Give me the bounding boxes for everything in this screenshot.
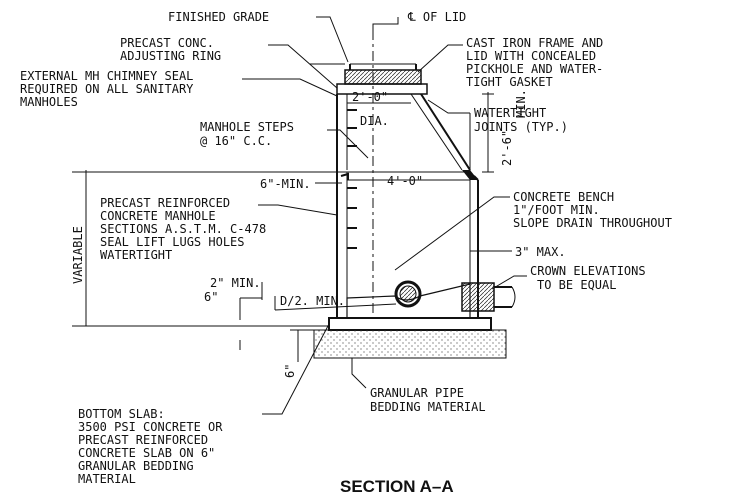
- label-manhole-steps-2: @ 16" C.C.: [200, 134, 272, 148]
- label-bench-1: CONCRETE BENCH: [513, 190, 614, 204]
- cone-right-wall: [420, 93, 471, 171]
- label-cone-height-min: MIN.: [514, 89, 528, 118]
- label-cast-iron-2: LID WITH CONCEALED: [466, 49, 596, 63]
- manhole-structure: [313, 30, 516, 359]
- label-granular-pipe-1: GRANULAR PIPE: [370, 386, 464, 400]
- label-bottom-slab-3: PRECAST REINFORCED: [78, 433, 208, 447]
- label-precast-3: SECTIONS A.S.T.M. C-478: [100, 222, 266, 236]
- label-two-min: 2" MIN.: [210, 276, 261, 290]
- label-precast-4: SEAL LIFT LUGS HOLES: [100, 235, 245, 249]
- cast-iron-frame: [344, 69, 422, 85]
- dimension-lines: [72, 16, 527, 415]
- label-bench-2: 1"/FOOT MIN.: [513, 203, 600, 217]
- label-watertight-1: WATERTIGHT: [474, 106, 546, 120]
- label-adjusting-ring-1: PRECAST CONC.: [120, 36, 214, 50]
- label-six-in: 6": [204, 290, 218, 304]
- granular-bedding: [313, 329, 507, 359]
- label-variable: VARIABLE: [71, 226, 85, 284]
- label-bottom-slab-4: CONCRETE SLAB ON 6": [78, 446, 215, 460]
- label-chimney-seal-3: MANHOLES: [20, 95, 78, 109]
- label-cast-iron-1: CAST IRON FRAME AND: [466, 36, 603, 50]
- outlet-pipe: [461, 282, 516, 312]
- label-chimney-dia-value: 2'-0": [352, 90, 388, 104]
- label-d2-min: D/2. MIN.: [280, 294, 345, 308]
- label-finished-grade: FINISHED GRADE: [168, 10, 269, 24]
- labels: FINISHED GRADE ℄ OF LID PRECAST CONC. AD…: [20, 10, 672, 496]
- label-six-slab: 6": [283, 364, 297, 378]
- label-crown-1: CROWN ELEVATIONS: [530, 264, 646, 278]
- inlet-pipe: [394, 280, 422, 308]
- label-crown-2: TO BE EQUAL: [537, 278, 616, 292]
- label-precast-5: WATERTIGHT: [100, 248, 172, 262]
- label-manhole-steps-1: MANHOLE STEPS: [200, 120, 294, 134]
- label-bottom-slab-6: MATERIAL: [78, 472, 136, 486]
- label-granular-pipe-2: BEDDING MATERIAL: [370, 400, 486, 414]
- label-watertight-2: JOINTS (TYP.): [474, 120, 568, 134]
- adjusting-ring: [336, 83, 428, 95]
- label-bottom-slab-5: GRANULAR BEDDING: [78, 459, 194, 473]
- label-precast-2: CONCRETE MANHOLE: [100, 209, 216, 223]
- label-cast-iron-3: PICKHOLE AND WATER-: [466, 62, 603, 76]
- label-bottom-slab-1: BOTTOM SLAB:: [78, 407, 165, 421]
- label-bench-3: SLOPE DRAIN THROUGHOUT: [513, 216, 672, 230]
- label-precast-1: PRECAST REINFORCED: [100, 196, 230, 210]
- label-three-max: 3" MAX.: [515, 245, 566, 259]
- section-title: SECTION A–A: [340, 477, 454, 496]
- label-cl-of-lid: ℄ OF LID: [407, 10, 466, 24]
- label-cast-iron-4: TIGHT GASKET: [466, 75, 553, 89]
- label-barrel-dia: 4'-0": [387, 174, 423, 188]
- label-chimney-seal-1: EXTERNAL MH CHIMNEY SEAL: [20, 69, 193, 83]
- label-adjusting-ring-2: ADJUSTING RING: [120, 49, 221, 63]
- label-cone-height: 2'-6": [500, 130, 514, 166]
- label-bottom-slab-2: 3500 PSI CONCRETE OR: [78, 420, 223, 434]
- label-chimney-seal-2: REQUIRED ON ALL SANITARY: [20, 82, 194, 96]
- base-slab: [328, 317, 492, 331]
- label-chimney-dia-unit: DIA.: [360, 114, 389, 128]
- label-six-min: 6"-MIN.: [260, 177, 311, 191]
